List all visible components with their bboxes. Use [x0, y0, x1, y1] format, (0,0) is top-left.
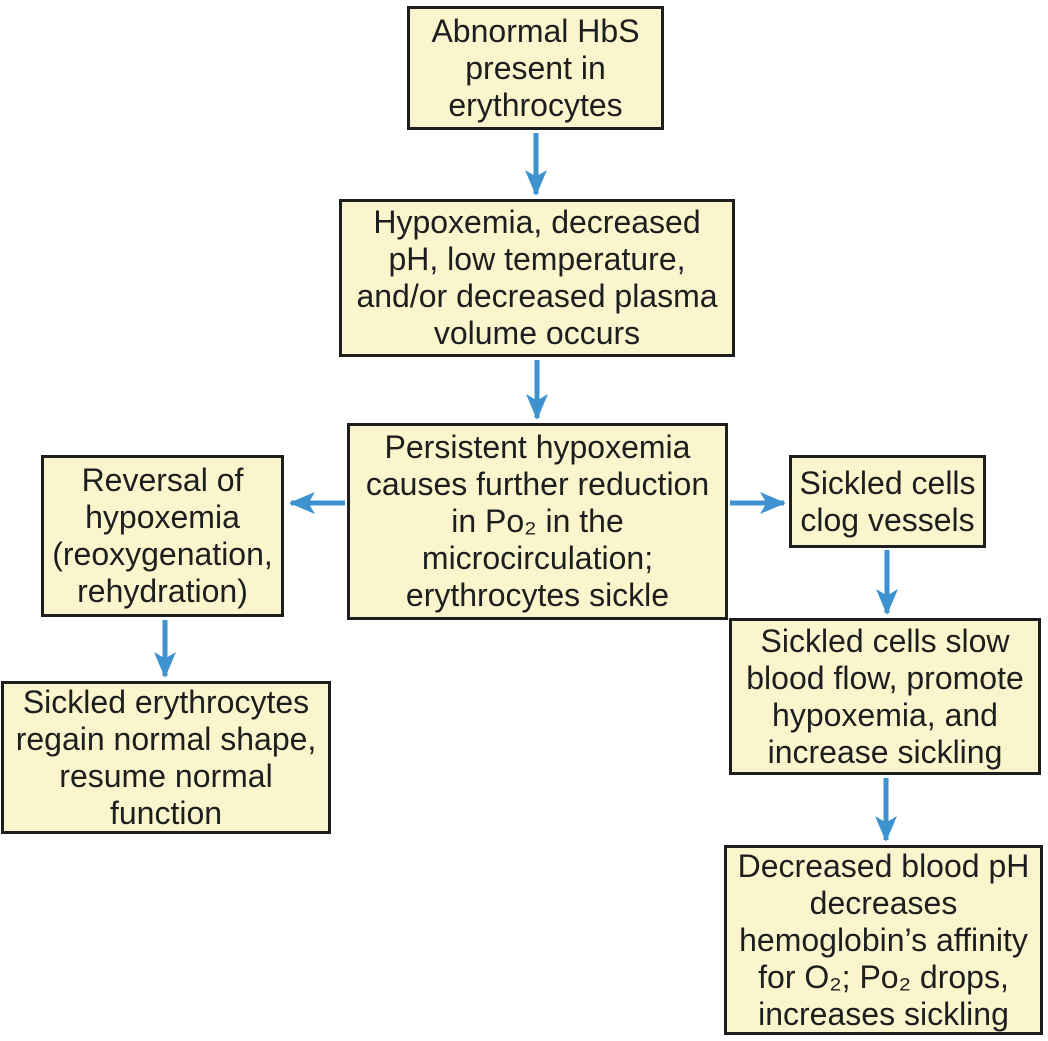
flow-node-reversal-hypoxemia-text: Reversal of hypoxemia (reoxygenation, re…	[52, 462, 273, 609]
flow-node-regain-shape: Sickled erythrocytes regain normal shape…	[1, 681, 331, 834]
flow-node-clog-vessels-text: Sickled cells clog vessels	[799, 464, 976, 538]
flow-node-abnormal-hbs-text: Abnormal HbS present in erythrocytes	[431, 12, 640, 123]
flow-node-decreased-blood-ph: Decreased blood pH decreases hemoglobin’…	[724, 845, 1043, 1035]
flow-node-hypoxemia-triggers-text: Hypoxemia, decreased pH, low temperature…	[356, 204, 718, 351]
flow-node-clog-vessels: Sickled cells clog vessels	[789, 455, 986, 548]
flow-node-reversal-hypoxemia: Reversal of hypoxemia (reoxygenation, re…	[41, 455, 284, 617]
flow-node-hypoxemia-triggers: Hypoxemia, decreased pH, low temperature…	[339, 199, 735, 357]
flow-node-persistent-hypoxemia-text: Persistent hypoxemia causes further redu…	[365, 429, 710, 613]
flow-node-slow-blood-flow-text: Sickled cells slow blood flow, promote h…	[746, 622, 1024, 770]
flow-node-decreased-blood-ph-text: Decreased blood pH decreases hemoglobin’…	[737, 847, 1030, 1032]
flow-node-regain-shape-text: Sickled erythrocytes regain normal shape…	[15, 683, 317, 831]
flow-node-persistent-hypoxemia: Persistent hypoxemia causes further redu…	[347, 423, 728, 620]
flow-node-abnormal-hbs: Abnormal HbS present in erythrocytes	[407, 6, 664, 130]
flow-node-slow-blood-flow: Sickled cells slow blood flow, promote h…	[729, 618, 1041, 775]
